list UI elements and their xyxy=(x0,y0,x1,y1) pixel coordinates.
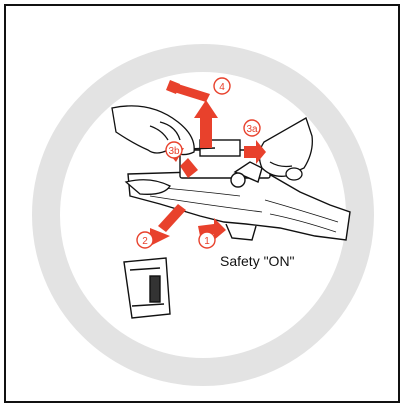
step-marker-2: 2 xyxy=(137,232,153,248)
step-label-1: 1 xyxy=(204,236,210,247)
step-label-2: 2 xyxy=(142,236,148,247)
step-marker-1: 1 xyxy=(199,232,215,248)
step-label-4: 4 xyxy=(219,82,225,93)
step-label-3b: 3b xyxy=(168,146,180,157)
cartridge-illustration xyxy=(166,80,210,102)
magazine-illustration xyxy=(124,258,170,318)
step-label-3a: 3a xyxy=(246,124,258,135)
step-marker-3b: 3b xyxy=(166,142,182,158)
step-marker-4: 4 xyxy=(214,78,230,94)
right-hand-illustration xyxy=(259,118,312,180)
safety-caption: Safety "ON" xyxy=(220,253,295,269)
trigger-guard xyxy=(226,224,256,240)
step-marker-3a: 3a xyxy=(244,120,260,136)
arrow-step-2 xyxy=(150,204,186,246)
